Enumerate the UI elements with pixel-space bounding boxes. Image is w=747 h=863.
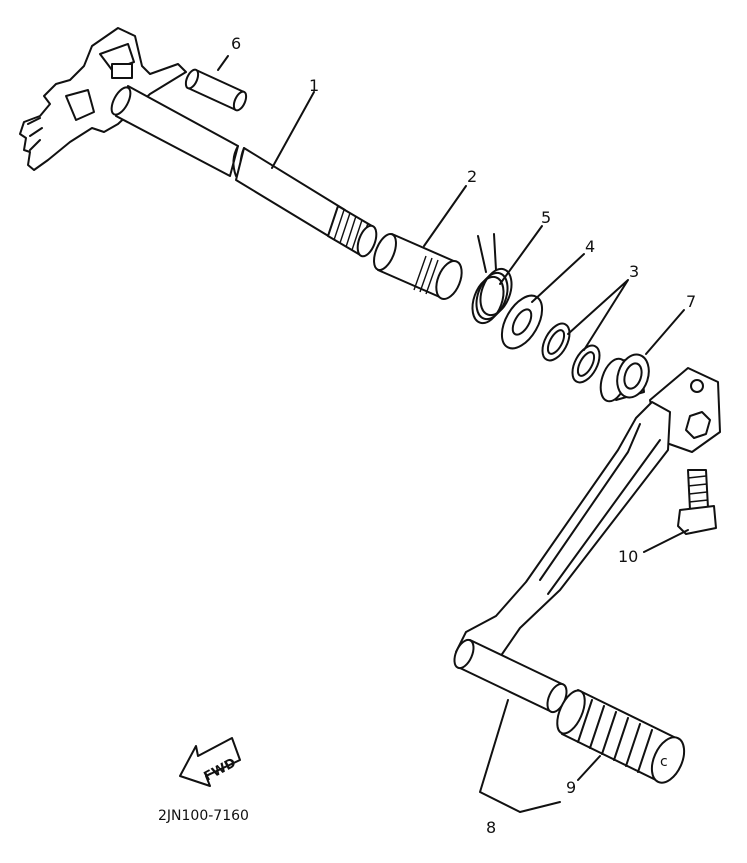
callouts: 6 1 2 5 4 3 7 10 9 8 (231, 34, 696, 837)
callout-4: 4 (585, 237, 595, 256)
dowel-pin-part-6 (184, 68, 248, 112)
callout-3: 3 (629, 262, 639, 281)
shaft-right-segment (235, 147, 346, 241)
callout-8: 8 (486, 818, 496, 837)
shift-shaft-arm (19, 27, 187, 171)
callout-1: 1 (309, 76, 319, 95)
shift-pedal-part-8 (453, 367, 721, 714)
callout-7: 7 (686, 292, 696, 311)
callout-10: 10 (618, 547, 638, 566)
collar-part-2 (373, 233, 463, 300)
bolt-part-10 (677, 469, 717, 535)
washer-part-4 (500, 294, 544, 350)
fwd-arrow: FWD (179, 737, 241, 787)
callout-2: 2 (467, 167, 477, 186)
svg-text:c: c (660, 754, 668, 770)
callout-5: 5 (541, 208, 551, 227)
leader-lines (217, 55, 689, 813)
arm-pin-slot (111, 63, 133, 79)
diagram-code: 2JN100-7160 (158, 808, 249, 824)
oil-seal-part-7 (599, 353, 650, 403)
shift-shaft-part-1 (19, 27, 378, 258)
circlips-part-3 (541, 322, 601, 384)
callout-6: 6 (231, 34, 241, 53)
torsion-spring-part-5 (471, 233, 513, 325)
pedal-lever-arm (455, 401, 671, 669)
callout-9: 9 (566, 778, 576, 797)
rubber-peg-part-9: c (556, 689, 686, 784)
